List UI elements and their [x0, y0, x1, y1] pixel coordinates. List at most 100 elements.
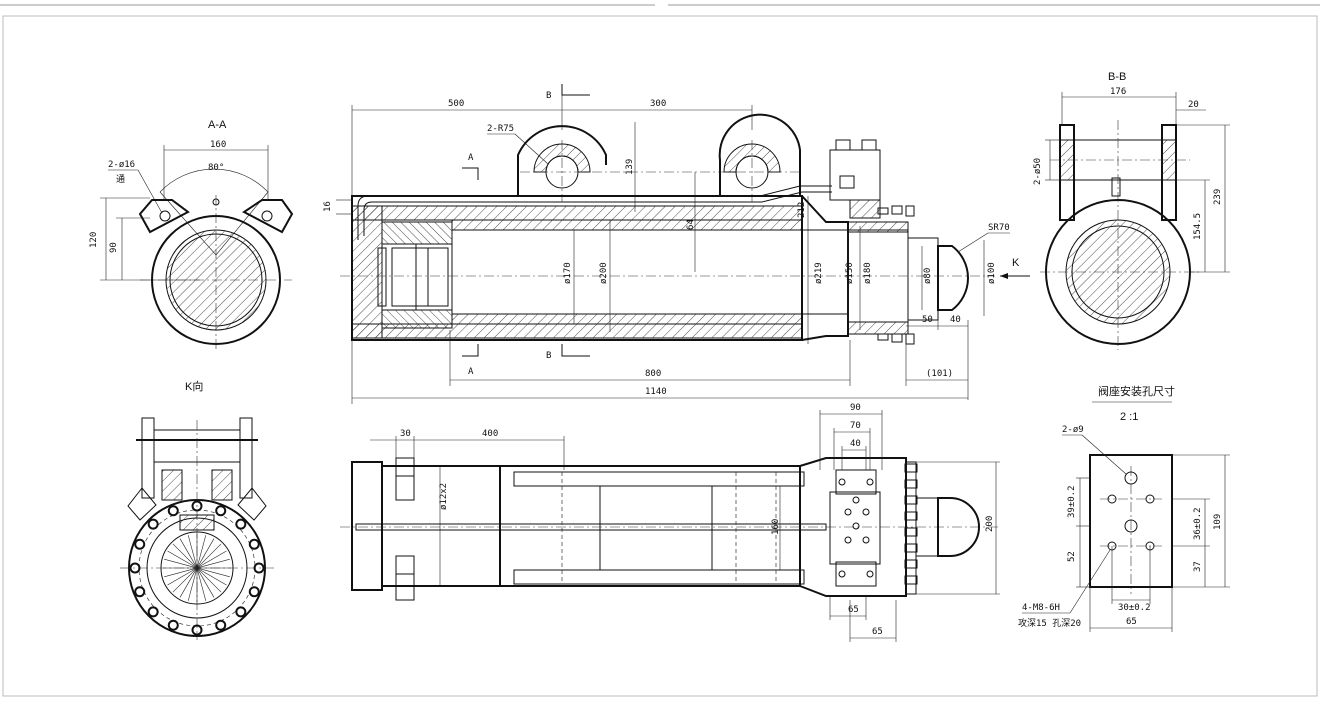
- k-bolt: [235, 606, 247, 618]
- k-bolt: [215, 505, 227, 517]
- plan-dim-160: 160: [771, 519, 781, 535]
- main-dim-40: 40: [950, 315, 961, 325]
- plan-dim-d12: ø12x2: [439, 483, 449, 510]
- plan-hole: [866, 570, 874, 578]
- plan-dim-400: 400: [482, 429, 498, 439]
- valve-dim-65: 65: [1126, 617, 1137, 627]
- view-k-title: K向: [185, 379, 203, 393]
- k-bolt: [147, 518, 159, 530]
- plan-valve-holes: [838, 478, 874, 578]
- plan-bolt: [904, 559, 918, 569]
- view-main-section: 500 300 B 2-R75 139 64: [323, 84, 1030, 404]
- main-dim-212: 212: [797, 202, 807, 218]
- k-bolt: [167, 619, 179, 631]
- aa-dim-90: 90: [109, 242, 119, 253]
- main-dim-d219: ø219: [814, 262, 824, 284]
- plan-bolt: [904, 511, 918, 521]
- plan-bolt: [904, 479, 918, 489]
- bb-dim-20: 20: [1188, 100, 1199, 110]
- main-sec-a-bottom: A: [468, 367, 474, 377]
- plan-hole: [862, 508, 870, 516]
- plan-hole: [866, 478, 874, 486]
- plan-hole: [844, 536, 852, 544]
- plan-dim-200: 200: [985, 516, 995, 532]
- valve-scale: 2 :1: [1120, 411, 1138, 423]
- k-center-rays: [163, 534, 231, 602]
- k-bolt: [129, 562, 141, 574]
- view-bb-title: B-B: [1108, 71, 1126, 83]
- valve-title: 阀座安装孔尺寸: [1098, 384, 1175, 398]
- k-ray: [164, 558, 230, 578]
- k-bolt: [191, 624, 203, 636]
- plan-dim-70: 70: [850, 421, 861, 431]
- plan-bolt: [904, 543, 918, 553]
- valve-dim-39: 39±0.2: [1067, 485, 1077, 518]
- main-dim-d100: ø100: [987, 262, 997, 284]
- plan-bolt: [904, 463, 918, 473]
- bb-dim-176: 176: [1110, 87, 1126, 97]
- valve-dim-30: 30±0.2: [1118, 603, 1151, 613]
- plan-bolt: [904, 575, 918, 585]
- main-k-label: K: [1012, 257, 1020, 269]
- bb-dim-154: 154.5: [1193, 213, 1203, 240]
- main-dim-50: 50: [922, 315, 933, 325]
- k-bolt: [147, 606, 159, 618]
- valve-thread: 4-M8-6H: [1022, 603, 1060, 613]
- main-sec-b-bottom: B: [546, 351, 551, 361]
- plan-dim-65b: 65: [872, 627, 883, 637]
- valve-dim-37: 37: [1193, 561, 1203, 572]
- main-dim-800: 800: [645, 369, 661, 379]
- plan-hole: [838, 570, 846, 578]
- main-dim-300: 300: [650, 99, 666, 109]
- plan-hole: [844, 508, 852, 516]
- k-bolt: [167, 505, 179, 517]
- k-bolt: [248, 586, 260, 598]
- main-dim-16: 16: [323, 201, 333, 212]
- main-dim-d150: ø150: [845, 262, 855, 284]
- plan-bolt: [904, 495, 918, 505]
- view-k: K向: [120, 379, 274, 640]
- main-sec-b-top: B: [546, 91, 551, 101]
- view-aa: A-A 160 80° 2-ø16 通 120 90: [89, 119, 294, 350]
- view-valve-seat: 阀座安装孔尺寸 2 :1 2-ø9 39±0.2 52 36±0.2 37 10…: [1018, 384, 1230, 632]
- main-dim-2r75: 2-R75: [487, 124, 514, 134]
- k-bolt: [235, 518, 247, 530]
- main-dim-d80: ø80: [923, 268, 933, 284]
- aa-dim-80deg: 80°: [208, 163, 224, 173]
- k-bolt: [134, 586, 146, 598]
- main-dim-d170: ø170: [563, 262, 573, 284]
- plan-hole: [862, 536, 870, 544]
- main-dim-sr70: SR70: [988, 223, 1010, 233]
- main-dim-d200: ø200: [599, 262, 609, 284]
- main-dim-1140: 1140: [645, 387, 667, 397]
- bb-dim-239: 239: [1213, 189, 1223, 205]
- main-dim-139: 139: [625, 159, 635, 175]
- view-aa-title: A-A: [208, 119, 227, 131]
- plan-bolt: [904, 527, 918, 537]
- plan-flange-bolts: [904, 463, 918, 585]
- plan-dim-30: 30: [400, 429, 411, 439]
- plan-dim-65a: 65: [848, 605, 859, 615]
- aa-holes-label: 2-ø16: [108, 160, 135, 170]
- aa-dim-160: 160: [210, 140, 226, 150]
- k-bolt: [215, 619, 227, 631]
- k-bolt: [253, 562, 265, 574]
- view-plan: 30 400 ø12x2 160: [340, 403, 1000, 642]
- k-flange-bolts: [129, 500, 265, 636]
- valve-holes: 2-ø9: [1062, 425, 1084, 435]
- view-bb: B-B 176 20 239 154.5 2-ø50: [1033, 71, 1230, 350]
- plan-dim-40: 40: [850, 439, 861, 449]
- main-dim-101: (101): [926, 369, 953, 379]
- valve-dim-52: 52: [1067, 551, 1077, 562]
- bb-dim-2d50: 2-ø50: [1033, 158, 1043, 185]
- aa-holes-note: 通: [116, 174, 125, 185]
- main-dim-d180: ø180: [863, 262, 873, 284]
- k-bolt: [191, 500, 203, 512]
- valve-dim-109: 109: [1213, 514, 1223, 530]
- valve-dim-36: 36±0.2: [1193, 507, 1203, 540]
- sheet-frame: [0, 4, 1320, 697]
- main-sec-a-top: A: [468, 153, 474, 163]
- k-bolt: [248, 538, 260, 550]
